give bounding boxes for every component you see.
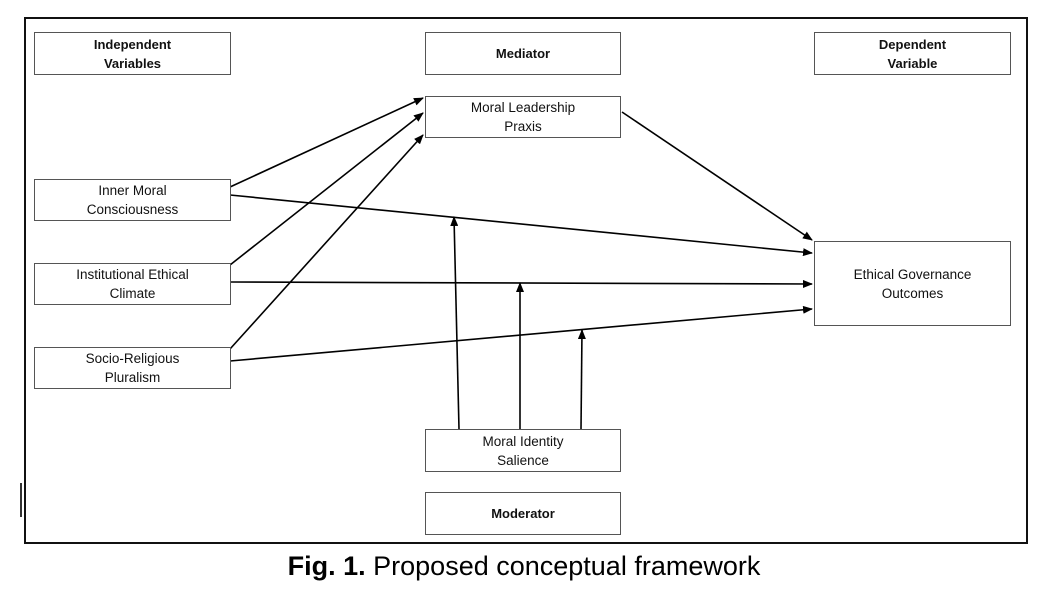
node-inner-moral-consciousness: Inner Moral Consciousness <box>34 179 231 221</box>
caption-text: Proposed conceptual framework <box>365 551 761 581</box>
independent-variables-header: Independent Variables <box>34 32 231 75</box>
moderator-header: Moderator <box>425 492 621 535</box>
diagram-frame <box>24 17 1028 544</box>
node-moral-identity-salience: Moral Identity Salience <box>425 429 621 472</box>
dependent-variable-header: Dependent Variable <box>814 32 1011 75</box>
caption-label: Fig. 1. <box>287 551 366 581</box>
side-mark <box>20 483 22 517</box>
node-institutional-ethical-climate: Institutional Ethical Climate <box>34 263 231 305</box>
node-moral-leadership-praxis: Moral Leadership Praxis <box>425 96 621 138</box>
node-ethical-governance-outcomes: Ethical Governance Outcomes <box>814 241 1011 326</box>
mediator-header: Mediator <box>425 32 621 75</box>
figure-caption: Fig. 1. Proposed conceptual framework <box>0 546 1048 586</box>
node-socio-religious-pluralism: Socio-Religious Pluralism <box>34 347 231 389</box>
